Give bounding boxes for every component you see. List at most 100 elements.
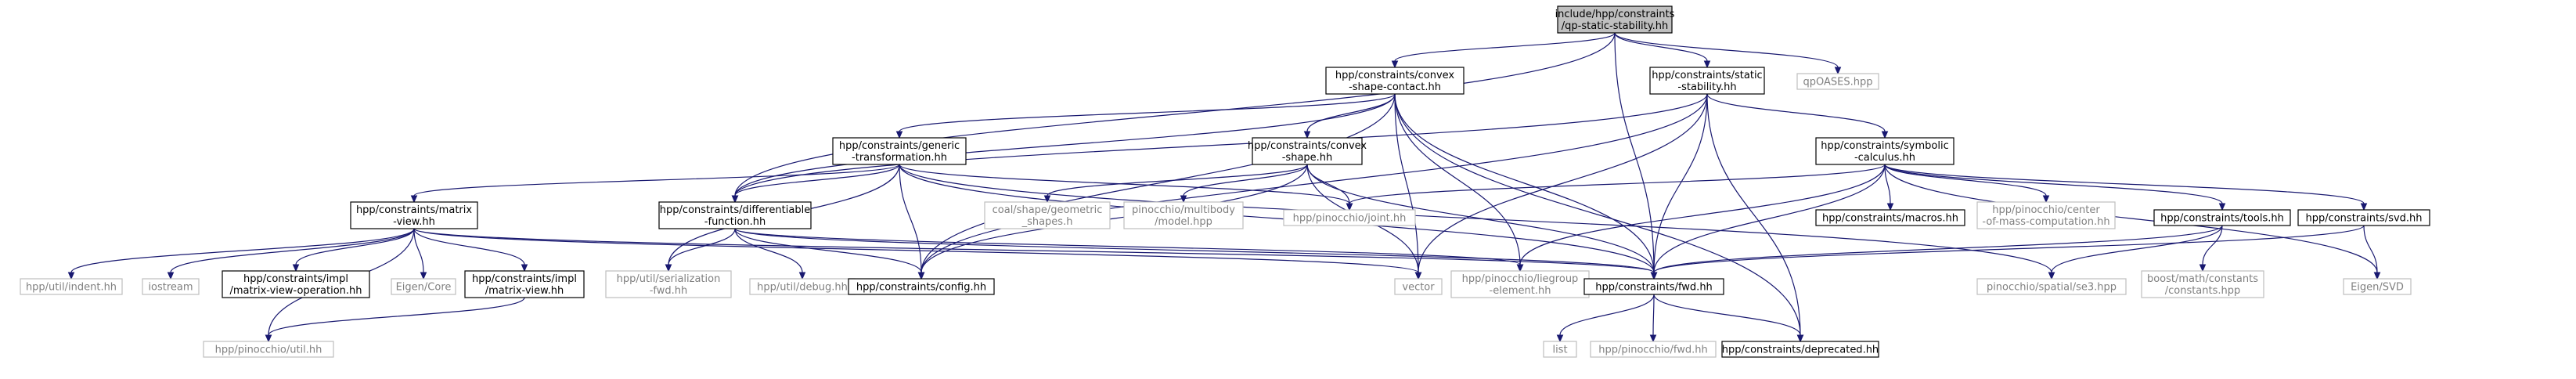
node-label: hpp/util/debug.hh xyxy=(757,282,848,294)
edge-fwd-to-deprecated xyxy=(1653,294,1801,336)
node-qpoases: qpOASES.hpp xyxy=(1796,73,1879,90)
node-label: hpp/constraints/convex xyxy=(1335,70,1455,81)
node-label: hpp/util/indent.hh xyxy=(26,282,117,294)
arrowhead xyxy=(167,272,175,280)
node-box xyxy=(1590,341,1717,358)
graph-nodes: include/hpp/constraints/qp-static-stabil… xyxy=(20,5,2430,358)
arrowhead xyxy=(798,272,806,280)
edge-matrix_view-to-eigen_core xyxy=(413,228,424,273)
edge-differentiable_function-to-fwd xyxy=(734,228,1655,273)
arrowhead xyxy=(2199,264,2207,273)
node-macros[interactable]: hpp/constraints/macros.hh xyxy=(1815,209,1965,226)
edge-convex_shape_contact-to-config xyxy=(921,93,1396,273)
edge-symbolic_calculus-to-liegroup_element xyxy=(1519,164,1886,265)
edge-convex_shape-to-pinocchio_multibody_model xyxy=(1183,164,1308,197)
node-label: qpOASES.hpp xyxy=(1803,77,1873,88)
node-label: hpp/constraints/static xyxy=(1652,70,1762,81)
edge-differentiable_function-to-util_serialization_fwd xyxy=(668,228,736,265)
node-box xyxy=(222,270,370,298)
node-label: hpp/util/serialization xyxy=(617,273,721,285)
node-label: Eigen/Core xyxy=(396,282,452,294)
node-label: /qp-static-stability.hh xyxy=(1562,20,1668,32)
edge-tools-to-se3 xyxy=(2051,225,2223,273)
node-box xyxy=(464,270,585,298)
arrowhead xyxy=(265,334,272,343)
edge-static_stability-to-symbolic_calculus xyxy=(1706,93,1886,132)
node-label: hpp/constraints/symbolic xyxy=(1821,140,1948,152)
edge-root-to-convex_shape_contact xyxy=(1394,32,1616,62)
edge-convex_shape-to-coal_geometric_shapes xyxy=(1047,164,1308,197)
node-symbolic-calculus[interactable]: hpp/constraints/symbolic-calculus.hh xyxy=(1815,137,1955,165)
node-deprecated[interactable]: hpp/constraints/deprecated.hh xyxy=(1721,341,1879,358)
node-static-stability[interactable]: hpp/constraints/static-stability.hh xyxy=(1649,67,1765,95)
node-box xyxy=(832,137,967,165)
edge-convex_shape_contact-to-fwd xyxy=(1394,93,1655,273)
node-config[interactable]: hpp/constraints/config.hh xyxy=(848,278,995,295)
node-box xyxy=(605,270,732,298)
arrowhead xyxy=(292,264,300,273)
node-box xyxy=(1721,341,1879,358)
node-box xyxy=(1543,341,1577,358)
node-label: list xyxy=(1552,345,1567,356)
node-label: -transformation.hh xyxy=(852,152,947,164)
node-list: list xyxy=(1543,341,1577,358)
node-box xyxy=(1557,5,1673,34)
node-util-serialization-fwd: hpp/util/serialization-fwd.hh xyxy=(605,270,732,298)
node-convex-shape[interactable]: hpp/constraints/convex-shape.hh xyxy=(1248,137,1367,165)
node-label: hpp/constraints/deprecated.hh xyxy=(1722,345,1879,356)
node-util-debug: hpp/util/debug.hh xyxy=(749,278,856,295)
node-box xyxy=(1976,201,2116,229)
graph-edges xyxy=(67,32,2381,343)
edge-static_stability-to-config xyxy=(921,93,1708,273)
node-tools[interactable]: hpp/constraints/tools.hh xyxy=(2153,209,2291,226)
node-center-of-mass: hpp/pinocchio/center-of-mass-computation… xyxy=(1976,201,2116,229)
node-impl-matrix-view[interactable]: hpp/constraints/impl/matrix-view.hh xyxy=(464,270,585,298)
node-box xyxy=(1123,201,1244,229)
edge-static_stability-to-differentiable_function xyxy=(734,93,1708,197)
arrowhead xyxy=(895,131,903,139)
edge-convex_shape_contact-to-convex_shape xyxy=(1306,93,1396,132)
node-convex-shape-contact[interactable]: hpp/constraints/convex-shape-contact.hh xyxy=(1325,67,1465,95)
arrowhead xyxy=(420,272,427,280)
node-pinocchio-joint: hpp/pinocchio/joint.hh xyxy=(1283,209,1416,226)
arrowhead xyxy=(1346,203,1353,211)
node-label: hpp/constraints/tools.hh xyxy=(2160,213,2284,225)
node-pinocchio-util: hpp/pinocchio/util.hh xyxy=(203,341,334,358)
node-label: /model.hpp xyxy=(1155,216,1212,228)
node-impl-matrix-view-operation[interactable]: hpp/constraints/impl/matrix-view-operati… xyxy=(222,270,370,298)
arrowhead xyxy=(1180,195,1187,204)
edge-differentiable_function-to-config xyxy=(734,228,922,273)
node-box xyxy=(1583,278,1724,295)
node-root[interactable]: include/hpp/constraints/qp-static-stabil… xyxy=(1555,5,1675,34)
edge-static_stability-to-fwd xyxy=(1653,93,1708,273)
arrowhead xyxy=(1649,334,1657,343)
node-boost-constants: boost/math/constants/constants.hpp xyxy=(2141,270,2264,298)
edge-matrix_view-to-iostream xyxy=(170,228,415,273)
node-coal-geometric-shapes: coal/shape/geometric_shapes.h xyxy=(984,201,1111,229)
edge-convex_shape-to-config xyxy=(921,164,1308,273)
node-label: -element.hh xyxy=(1490,285,1551,297)
node-box xyxy=(658,201,812,229)
node-matrix-view[interactable]: hpp/constraints/matrix-view.hh xyxy=(350,201,478,229)
node-util-indent: hpp/util/indent.hh xyxy=(20,278,123,295)
arrowhead xyxy=(1796,334,1804,343)
arrowhead xyxy=(1703,60,1711,69)
node-pinocchio-multibody-model: pinocchio/multibody/model.hpp xyxy=(1123,201,1244,229)
edge-generic_transformation-to-matrix_view xyxy=(413,164,900,197)
node-label: hpp/pinocchio/fwd.hh xyxy=(1598,345,1708,356)
node-label: /matrix-view.hh xyxy=(485,285,564,297)
edge-matrix_view-to-impl_matrix_view xyxy=(413,228,525,265)
node-generic-transformation[interactable]: hpp/constraints/generic-transformation.h… xyxy=(832,137,967,165)
arrowhead xyxy=(1391,60,1399,69)
node-fwd[interactable]: hpp/constraints/fwd.hh xyxy=(1583,278,1724,295)
node-label: /constants.hpp xyxy=(2165,285,2241,297)
node-label: -shape.hh xyxy=(1282,152,1333,164)
node-svd[interactable]: hpp/constraints/svd.hh xyxy=(2297,209,2430,226)
node-differentiable-function[interactable]: hpp/constraints/differentiable-function.… xyxy=(658,201,812,229)
arrowhead xyxy=(731,195,739,204)
edge-root-to-static_stability xyxy=(1614,32,1708,62)
node-label: hpp/pinocchio/joint.hh xyxy=(1293,213,1407,225)
edge-generic_transformation-to-differentiable_function xyxy=(734,164,900,197)
edge-matrix_view-to-fwd xyxy=(413,228,1655,273)
edge-matrix_view-to-util_indent xyxy=(70,228,415,273)
